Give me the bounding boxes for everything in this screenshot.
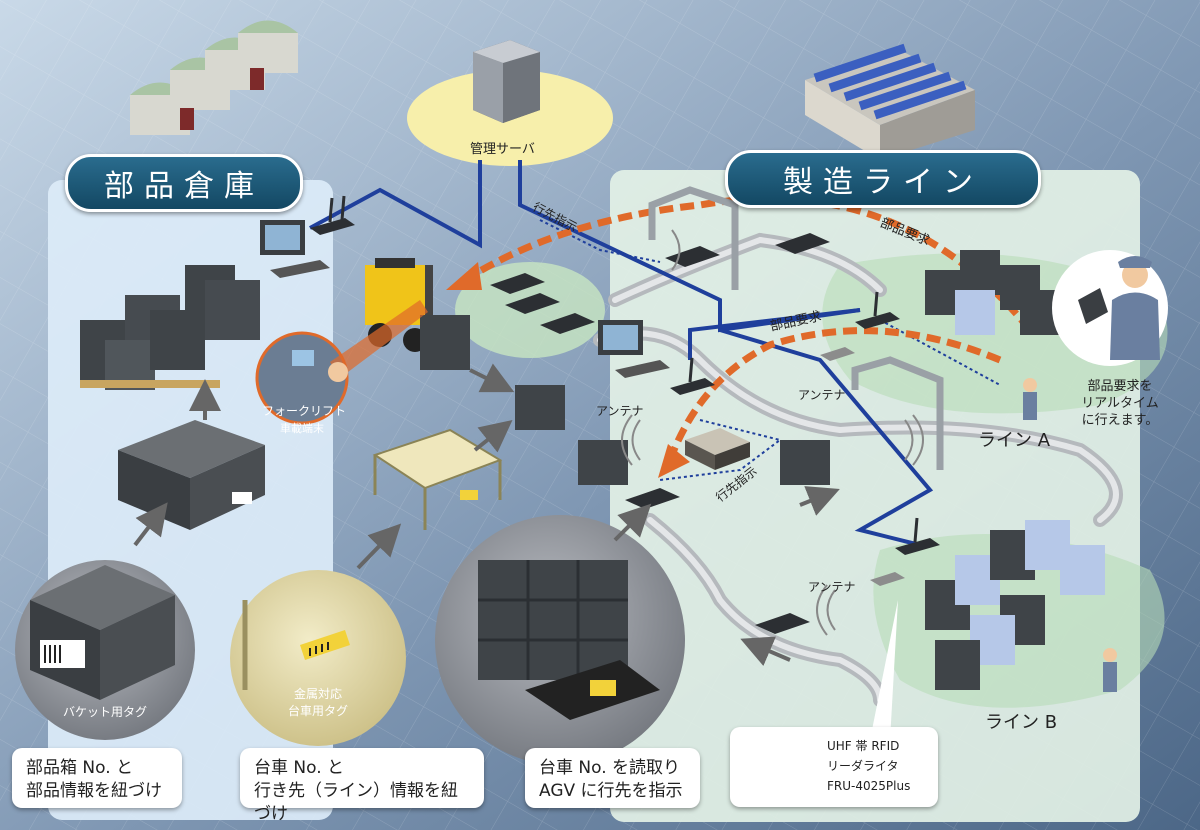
device-line1: UHF 帯 RFID bbox=[827, 739, 900, 753]
warehouse-router bbox=[310, 195, 355, 235]
realtime-line3: に行えます。 bbox=[1081, 413, 1159, 428]
caption-box-association: 部品箱 No. と 部品情報を紐づけ bbox=[12, 748, 182, 808]
line-router-2 bbox=[855, 291, 900, 329]
request-arrowhead-2 bbox=[658, 444, 690, 478]
device-line2: リーダライタ bbox=[827, 759, 899, 773]
caption-agv-instruction: 台車 No. を読取り AGV に行先を指示 bbox=[525, 748, 700, 808]
agv-closeup bbox=[478, 560, 660, 720]
standby-agvs bbox=[490, 273, 595, 334]
rfid-gates bbox=[648, 186, 944, 470]
caption-agv-line1: 台車 No. を読取り bbox=[539, 758, 681, 778]
line-router-1 bbox=[670, 357, 715, 395]
device-line3: FRU-4025Plus bbox=[827, 779, 911, 793]
cart-tag-line2: 台車用タグ bbox=[287, 704, 348, 718]
caption-cart-association: 台車 No. と 行き先（ライン）情報を紐づけ bbox=[240, 748, 484, 824]
worker-line-a bbox=[1023, 378, 1037, 420]
network-lines bbox=[309, 160, 934, 547]
agv-with-parts bbox=[515, 233, 830, 634]
line-b-parts bbox=[925, 520, 1105, 690]
antenna-label-2: アンテナ bbox=[798, 388, 846, 402]
warehouse-buildings bbox=[130, 20, 298, 135]
bucket-tag-label: バケット用タグ bbox=[62, 705, 147, 719]
warehouse-pc bbox=[260, 220, 330, 278]
caption-box-line2: 部品情報を紐づけ bbox=[26, 781, 162, 801]
request-arrows bbox=[463, 195, 1033, 462]
antenna-label-3: アンテナ bbox=[808, 580, 856, 594]
line-router-3 bbox=[895, 517, 940, 555]
production-title: 製造ライン bbox=[783, 165, 983, 200]
forklift-terminal-line1: フォークリフト bbox=[262, 404, 347, 418]
server-label: 管理サーバ bbox=[470, 142, 535, 157]
bucket-tag-box bbox=[30, 565, 175, 700]
server-icon bbox=[473, 40, 540, 123]
cart-tag-circle bbox=[230, 570, 406, 746]
realtime-line2: リアルタイム bbox=[1081, 396, 1159, 411]
factory-building bbox=[805, 43, 975, 160]
cart-tag-line1: 金属対応 bbox=[293, 687, 342, 701]
antenna-label-1: アンテナ bbox=[596, 404, 644, 418]
line-reader-small-1 bbox=[820, 347, 855, 361]
line-reader-small-2 bbox=[870, 572, 905, 586]
warehouse-pallet-stacks bbox=[80, 265, 260, 390]
warehouse-title: 部品倉庫 bbox=[104, 169, 264, 204]
flow-arrows bbox=[133, 363, 840, 667]
device-info-text: UHF 帯 RFID リーダライタ FRU-4025Plus bbox=[827, 736, 910, 796]
line-pc bbox=[598, 320, 670, 378]
instruction-lines bbox=[539, 219, 1001, 481]
realtime-request-text: 部品要求を リアルタイム に行えます。 bbox=[1060, 378, 1180, 429]
device-info-box: UHF 帯 RFID リーダライタ FRU-4025Plus bbox=[730, 727, 938, 807]
forklift-terminal-label: フォークリフト 車載端末 bbox=[262, 403, 347, 437]
caption-cart-line1: 台車 No. と bbox=[254, 758, 345, 778]
production-banner: 製造ライン bbox=[725, 150, 1041, 208]
parts-box bbox=[118, 420, 265, 530]
line-a-label: ライン A bbox=[978, 430, 1051, 451]
line-b-label: ライン B bbox=[985, 712, 1058, 733]
caption-agv-line2: AGV に行先を指示 bbox=[539, 781, 683, 801]
worker-line-b bbox=[1103, 648, 1117, 692]
request-arrowhead-1 bbox=[446, 262, 482, 290]
tablet-user-bubble bbox=[1052, 250, 1168, 366]
caption-cart-line2: 行き先（ライン）情報を紐づけ bbox=[254, 781, 458, 824]
warehouse-banner: 部品倉庫 bbox=[65, 154, 303, 212]
realtime-line1: 部品要求を bbox=[1087, 379, 1153, 394]
caption-box-line1: 部品箱 No. と bbox=[26, 758, 134, 778]
antenna-waves bbox=[621, 229, 924, 636]
cart-tag bbox=[242, 600, 350, 690]
device-callout bbox=[870, 600, 898, 740]
forklift-terminal-line2: 車載端末 bbox=[280, 422, 324, 435]
reader-writer-icon bbox=[685, 428, 750, 470]
forklift-terminal-bubble bbox=[255, 300, 428, 425]
empty-cart bbox=[372, 428, 503, 530]
cart-tag-label: 金属対応 台車用タグ bbox=[270, 686, 366, 720]
